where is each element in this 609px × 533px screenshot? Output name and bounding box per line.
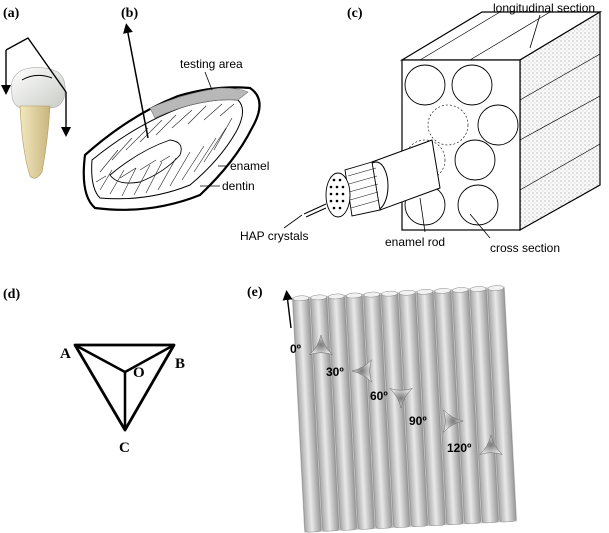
panel-e: (e) 0º 30º 60º 90º 120º [247,285,517,533]
indent-marker [351,359,372,383]
angle-label: 90º [409,414,427,428]
rod-end-cap [487,285,504,291]
panel-c-label: (c) [347,6,363,21]
panel-e-label: (e) [247,285,263,300]
enamel-rod-leader [419,197,426,233]
enamel-block-3d [303,10,603,232]
tooth-section-drawing [82,86,261,211]
testing-area-label: testing area [180,57,243,71]
vertex-b-label: B [175,356,185,372]
panel-a-label: (a) [3,6,20,21]
panel-d-label: (d) [3,287,20,302]
enamel-rod-label: enamel rod [385,235,445,249]
dentin-label: dentin [222,179,255,193]
panel-d: (d) A B O C [3,287,185,456]
rod-end-cap [363,291,380,298]
indent-marker [443,409,464,433]
angle-label: 30º [326,365,344,379]
panel-c: (c) [240,1,603,255]
enamel-label: enamel [230,159,269,173]
testing-area-band [149,87,249,119]
indent-marker [479,434,503,455]
tooth-illustration [10,67,66,179]
angle-label: 60º [370,389,388,403]
rod-end-cap [310,294,327,301]
vertex-c-label: C [119,440,130,456]
section-plane-lines [5,37,67,93]
cross-section-leader [469,213,491,239]
angle-label: 120º [447,441,472,455]
indent-marker [309,334,333,355]
panel-b-label: (b) [121,6,138,21]
longitudinal-section-label: longitudinal section [493,1,595,15]
rod-end-cap [452,287,469,293]
rod-end-cap [381,290,398,297]
berkovich-indenter-triangle [73,343,176,432]
rod-end-cap [434,288,451,294]
angle-labels: 0º 30º 60º 90º 120º [290,342,472,455]
cross-section-label: cross section [490,241,560,255]
rod-end-cap [292,295,310,302]
hap-crystals-leader [283,214,303,229]
vertex-a-label: A [60,346,71,362]
testing-area-leader [204,71,213,91]
panel-b: (b) testing area e [82,6,269,211]
rod-array [291,285,517,533]
hap-crystals-label: HAP crystals [240,229,308,243]
rod-end-cap [345,292,363,299]
angle-label: 0º [290,342,302,356]
rod-end-cap [399,289,416,296]
rod-direction-arrow [282,290,293,329]
rod-end-cap [416,289,434,295]
rod-end-cap [470,286,487,292]
panel-a: (a) [1,6,71,179]
rod-end-cap [328,293,345,300]
vertex-o-label: O [133,365,145,381]
testing-direction-arrow [123,23,149,139]
indent-markers [309,334,503,455]
longitudinal-section-leader [529,14,541,49]
indent-marker [389,388,413,409]
